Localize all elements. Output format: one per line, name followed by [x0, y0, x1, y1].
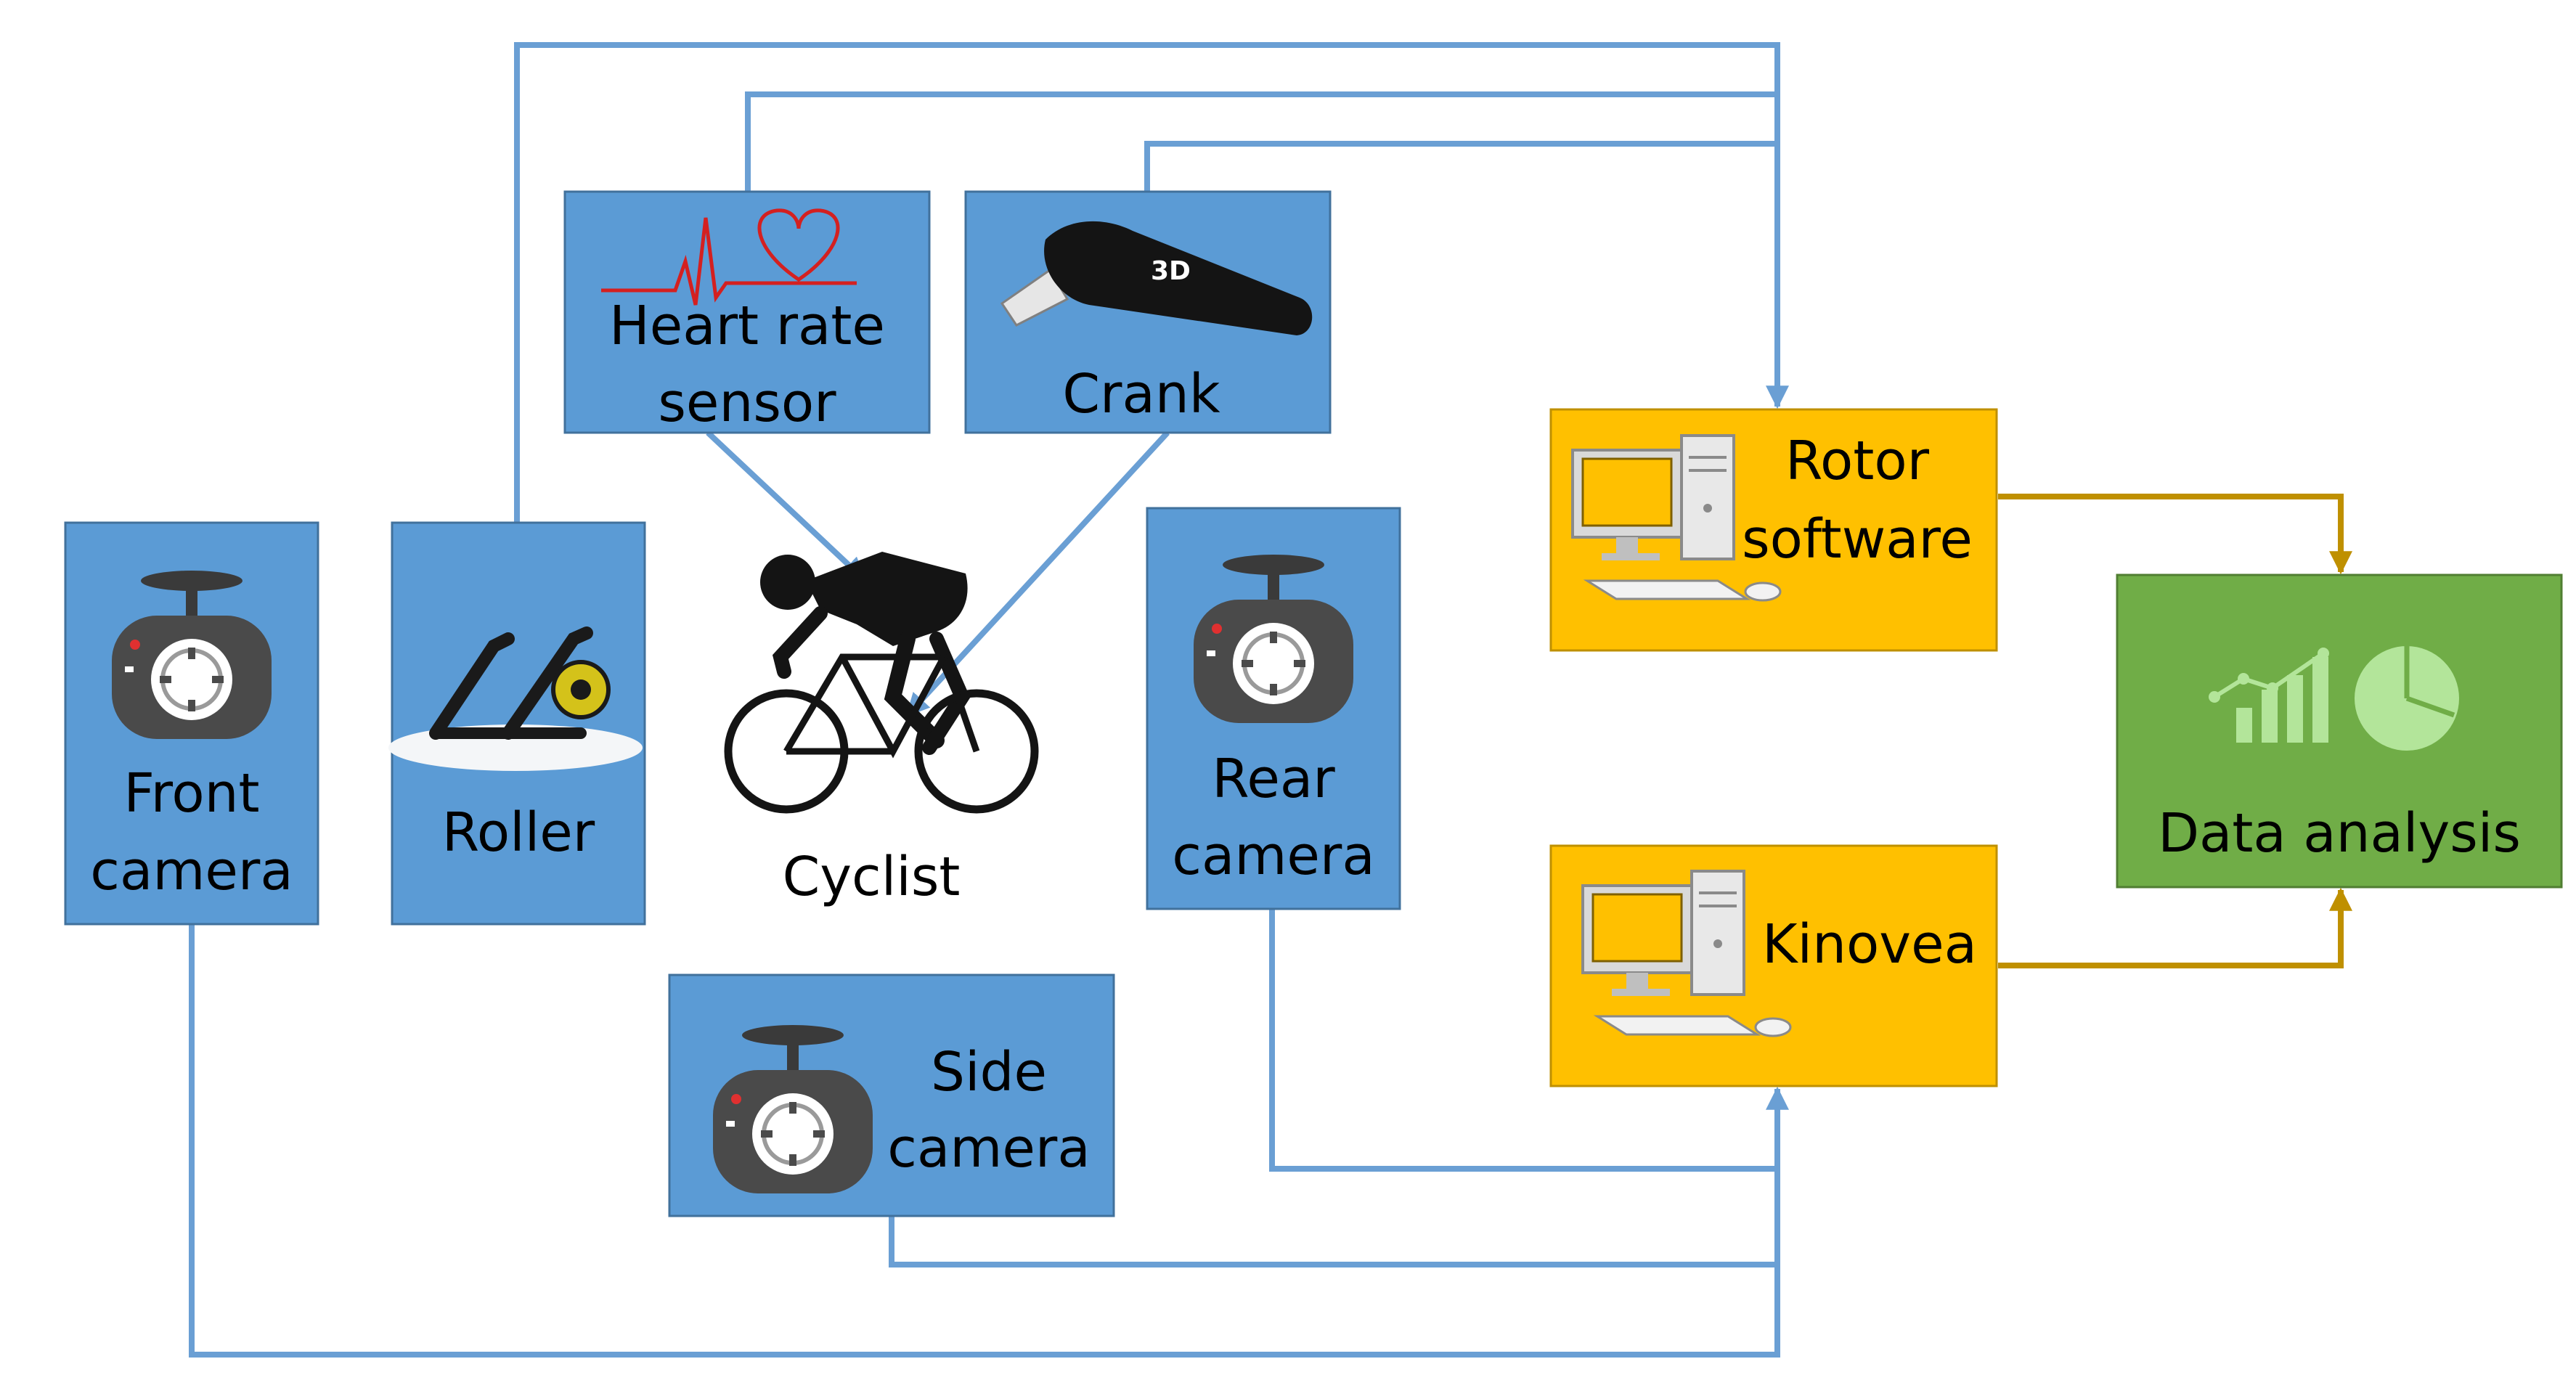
crank-arm-icon: 3D	[1000, 221, 1313, 335]
roller-node: Roller	[388, 521, 646, 926]
connector-crank-to-rotor	[1144, 141, 1777, 192]
connector-front-camera-to-kinovea	[189, 924, 1789, 1358]
side-camera-node: Side camera	[668, 973, 1115, 1217]
heart-rate-label-line1: Heart rate	[609, 295, 885, 357]
connector-roller-to-rotor	[514, 42, 1789, 523]
rotor-software-label-line2: software	[1742, 508, 1973, 571]
connector-rotor-to-analysis	[1998, 494, 2352, 575]
cyclist-icon	[724, 552, 1039, 814]
rear-camera-node: Rear camera	[1146, 507, 1401, 910]
connector-heart-rate-to-cyclist	[706, 430, 866, 581]
connectors-gold	[1998, 494, 2352, 968]
rotor-software-node: Rotor software	[1549, 408, 1998, 652]
heart-rate-label-line2: sensor	[658, 372, 836, 434]
crank-logo-text: 3D	[1151, 256, 1191, 286]
side-camera-label-line1: Side	[931, 1041, 1047, 1103]
cyclist-node: Cyclist	[724, 552, 1039, 908]
connector-side-camera-to-kinovea	[889, 1216, 1777, 1267]
pie-chart-icon	[2355, 646, 2459, 751]
rotor-software-label-line1: Rotor	[1785, 430, 1930, 492]
roller-label: Roller	[442, 801, 595, 864]
bar-chart-icon	[2209, 648, 2329, 743]
kinovea-label: Kinovea	[1762, 913, 1977, 976]
cyclist-label: Cyclist	[783, 846, 961, 908]
crank-label: Crank	[1062, 363, 1220, 425]
crank-node: 3D Crank	[964, 190, 1332, 434]
kinovea-node: Kinovea	[1549, 844, 1998, 1087]
rear-camera-label-line1: Rear	[1212, 748, 1335, 810]
front-camera-node: Front camera	[64, 521, 319, 926]
heart-rate-icon	[601, 208, 857, 306]
data-analysis-node: Data analysis	[2116, 573, 2563, 889]
front-camera-label-line1: Front	[123, 762, 259, 825]
connector-kinovea-to-analysis	[1998, 887, 2352, 968]
bike-trainer-icon	[388, 626, 643, 771]
data-analysis-label: Data analysis	[2158, 802, 2521, 865]
front-camera-label-line2: camera	[90, 840, 293, 902]
rear-camera-label-line2: camera	[1172, 825, 1374, 887]
heart-rate-sensor-node: Heart rate sensor	[563, 190, 931, 434]
connector-heart-rate-to-rotor	[745, 91, 1777, 192]
side-camera-label-line2: camera	[887, 1117, 1090, 1180]
connectors-blue	[189, 42, 1789, 1358]
connector-rear-camera-to-kinovea	[1269, 909, 1777, 1172]
